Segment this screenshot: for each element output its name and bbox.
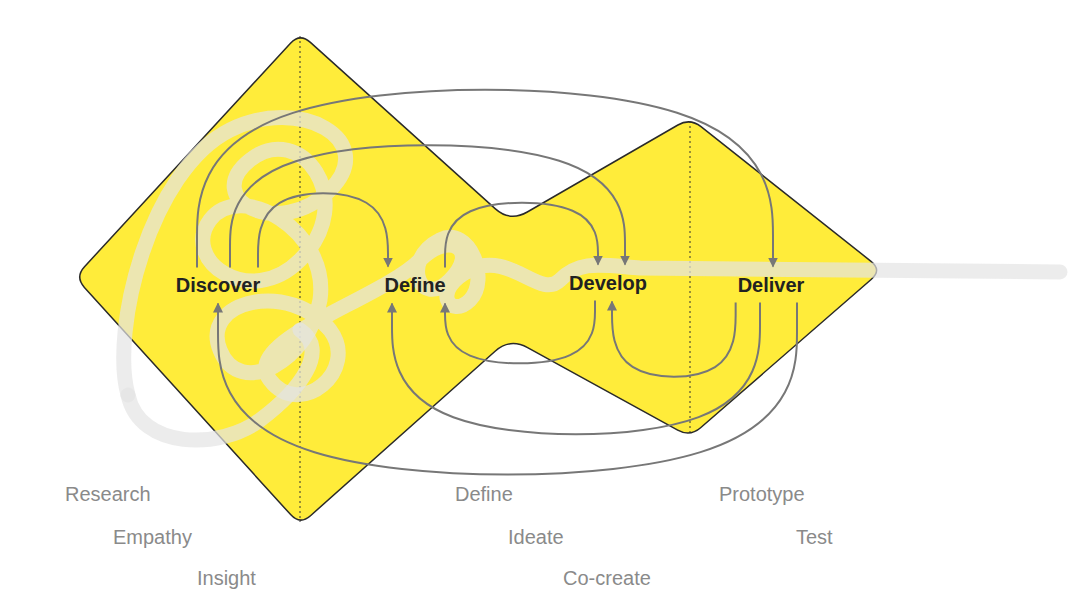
flow-arrow xyxy=(445,203,598,268)
activity-label: Prototype xyxy=(719,483,805,506)
flow-arrow xyxy=(258,193,388,267)
phase-label: Deliver xyxy=(732,268,811,303)
scribble-line xyxy=(124,118,1060,395)
phase-name: Discover xyxy=(176,274,261,297)
activity-label: Empathy xyxy=(113,526,192,549)
activity-label: Insight xyxy=(197,567,256,590)
phase-label: Develop xyxy=(563,266,653,301)
phase-name: Develop xyxy=(569,272,647,295)
flow-arrow xyxy=(392,303,760,435)
flow-arrow xyxy=(445,301,595,364)
scribble-loop xyxy=(128,330,312,440)
activity-label: Research xyxy=(65,483,151,506)
activity-label: Ideate xyxy=(508,526,564,549)
phase-label: Define xyxy=(378,268,451,303)
phase-label: Discover xyxy=(170,268,267,303)
flow-arrow xyxy=(230,145,625,267)
dotted-divider xyxy=(300,36,301,522)
dotted-divider xyxy=(690,121,691,434)
activity-label: Test xyxy=(796,526,833,549)
phase-name: Define xyxy=(384,274,445,297)
flow-arrow xyxy=(197,90,773,268)
activity-label: Co-create xyxy=(563,567,651,590)
flow-arrow xyxy=(218,303,797,475)
activity-label: Define xyxy=(455,483,513,506)
phase-name: Deliver xyxy=(738,274,805,297)
flow-arrow xyxy=(612,302,736,377)
